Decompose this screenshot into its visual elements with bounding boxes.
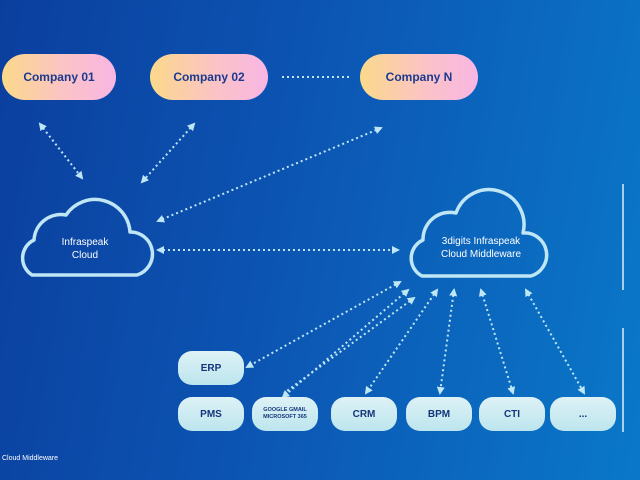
arrow-middleware-pms <box>283 296 416 394</box>
cti-label: CTI <box>503 408 521 420</box>
company-n-node: Company N <box>360 54 478 100</box>
erp-label: ERP <box>200 362 222 374</box>
company-01-node: Company 01 <box>2 54 116 100</box>
infraspeak-cloud-shape <box>20 197 155 277</box>
arrow-middleware-bpm <box>436 288 458 395</box>
middleware-cloud-label: 3digits Infraspeak Cloud Middleware <box>424 235 538 261</box>
arrow-company01-cloud <box>38 122 84 180</box>
middleware-cloud-line1: 3digits Infraspeak <box>441 236 521 247</box>
company-n-label: Company N <box>385 70 453 84</box>
pms-label: PMS <box>200 408 222 420</box>
microsoft-365-label: MICROSOFT 365 <box>263 414 307 420</box>
bpm-node: BPM <box>406 397 472 431</box>
infraspeak-cloud-line2: Cloud <box>71 250 99 261</box>
arrow-middleware-google <box>281 288 410 399</box>
company-02-node: Company 02 <box>150 54 268 100</box>
erp-node: ERP <box>178 351 244 385</box>
google-gmail-label: GOOGLE GMAIL <box>263 407 307 413</box>
arrow-middleware-erp <box>245 281 402 368</box>
arrow-middleware-more <box>525 288 585 395</box>
arrow-company02-cloud <box>140 122 196 184</box>
middleware-cloud-line2: Cloud Middleware <box>440 249 522 260</box>
infraspeak-cloud-line1: Infraspeak <box>61 237 109 248</box>
arrow-companyN-cloud <box>156 126 383 223</box>
crm-label: CRM <box>352 408 376 420</box>
pms-node: PMS <box>178 397 244 431</box>
crm-node: CRM <box>331 397 397 431</box>
infraspeak-cloud-label: Infraspeak Cloud <box>40 236 130 262</box>
google-microsoft-node: GOOGLE GMAIL MICROSOFT 365 <box>252 397 318 431</box>
middleware-cloud-shape <box>409 187 549 278</box>
company-02-label: Company 02 <box>173 70 245 84</box>
arrow-middleware-crm <box>364 288 439 395</box>
right-divider-bottom <box>622 328 624 432</box>
footer-caption: Cloud Middleware <box>2 455 59 462</box>
arrow-middleware-cti <box>478 288 516 395</box>
bpm-label: BPM <box>427 408 451 420</box>
right-divider-top <box>622 184 624 290</box>
more-systems-node: ... <box>550 397 616 431</box>
company-01-label: Company 01 <box>23 70 95 84</box>
more-systems-label: ... <box>578 408 588 420</box>
cti-node: CTI <box>479 397 545 431</box>
